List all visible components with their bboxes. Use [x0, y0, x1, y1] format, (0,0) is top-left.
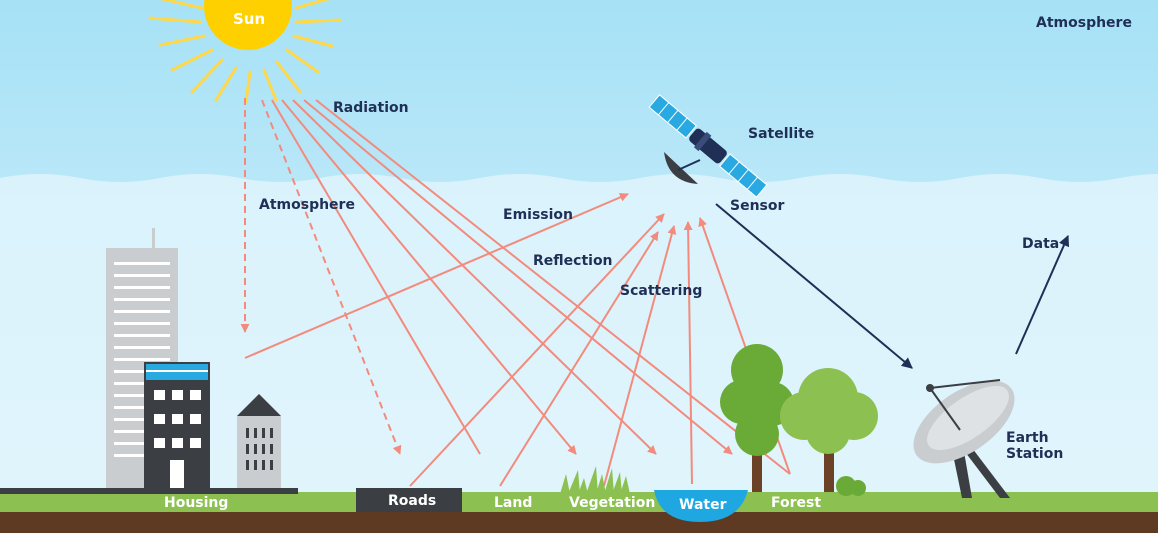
tree-icon: [720, 344, 878, 496]
water-label: Water: [679, 497, 727, 513]
satellite-icon: [648, 94, 768, 198]
earth-station-dish-icon: [913, 379, 1015, 498]
emission-label: Emission: [503, 207, 573, 223]
atmosphere-mid-label: Atmosphere: [259, 197, 355, 213]
road: [356, 488, 462, 512]
data-arrow: [1015, 234, 1070, 355]
water: [654, 490, 748, 522]
earth-station-label: Earth Station: [1006, 430, 1064, 462]
sensor-label: Sensor: [730, 198, 785, 214]
downlink-arrow: [715, 203, 913, 369]
vegetation-label: Vegetation: [569, 495, 656, 511]
radiation-rays: [240, 98, 791, 475]
sun-label: Sun: [233, 10, 266, 28]
housing-label: Housing: [164, 495, 229, 511]
building-icon: [0, 228, 298, 494]
atmosphere-top-label: Atmosphere: [1036, 15, 1132, 31]
reflection-label: Reflection: [533, 253, 613, 269]
forest-label: Forest: [771, 495, 822, 511]
satellite-label: Satellite: [748, 126, 815, 142]
grass-strip: [0, 492, 1158, 512]
atmosphere-band: [0, 174, 1158, 533]
radiation-label: Radiation: [333, 100, 409, 116]
roads-label: Roads: [388, 493, 437, 509]
sun-icon: [148, 0, 342, 104]
satellite-dish-icon: [664, 152, 701, 184]
scattering-label: Scattering: [620, 283, 703, 299]
data-label: Data: [1022, 236, 1060, 252]
land-label: Land: [494, 495, 533, 511]
grass-icon: [560, 466, 630, 494]
soil: [0, 512, 1158, 533]
